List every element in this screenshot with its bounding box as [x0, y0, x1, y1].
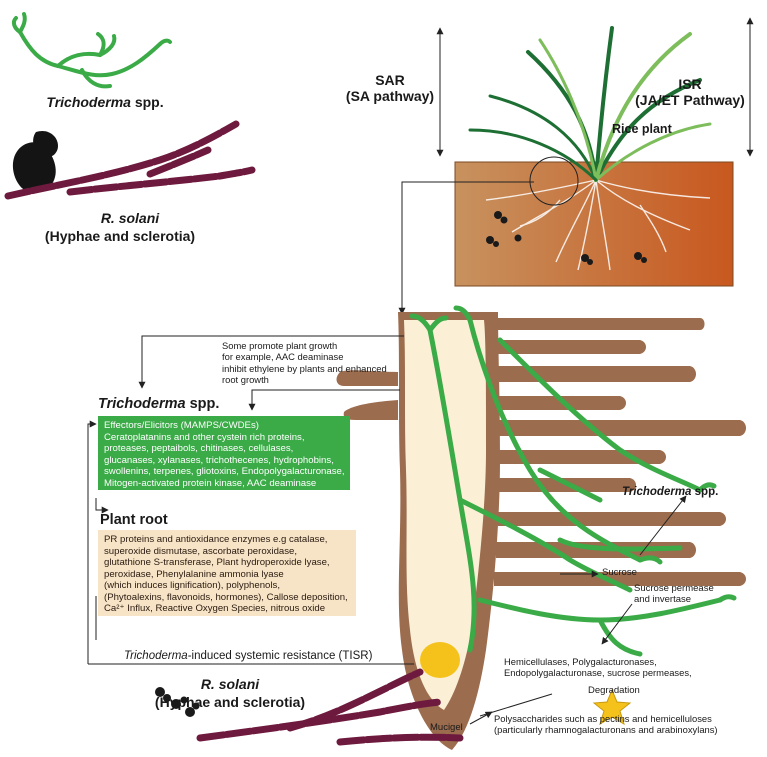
bottom-rsolani-hyphae-icon: [196, 668, 464, 746]
bottom-rsolani-note: (Hyphae and sclerotia): [154, 694, 306, 710]
top-rsolani-note: (Hyphae and sclerotia): [44, 228, 196, 244]
right-trichoderma-label: Trichoderma spp.: [622, 486, 719, 498]
rice-roots-icon: [485, 179, 711, 271]
sar-label: SAR(SA pathway): [345, 72, 435, 105]
degradation-label: Degradation: [588, 685, 640, 696]
rice-plant-label: Rice plant: [612, 122, 672, 136]
plant-root-heading: Plant root: [100, 512, 168, 528]
to-plant-root-connector: [95, 498, 109, 514]
growth-connector: [138, 335, 404, 389]
zoom-connector: [398, 181, 534, 315]
mucigel-arrow: [469, 711, 493, 725]
poly-connector: [479, 693, 553, 717]
rice-plant-icon: [468, 26, 712, 182]
degradation-star-icon: [592, 688, 632, 726]
trichoderma-hyphae-icon: [11, 12, 172, 89]
isr-label: ISR(JA/ET Pathway): [635, 76, 745, 109]
growth-note: Some promote plant growth for example, A…: [222, 340, 387, 385]
root-trichoderma-hyphae-icon: [409, 305, 737, 657]
tricho-right-arrow: [639, 495, 687, 556]
infection-spot: [420, 642, 460, 678]
left-feedback-connector: [87, 420, 97, 664]
tricho-up-connector: [248, 389, 400, 411]
enzymes-arrow: [601, 603, 633, 645]
trichoderma-effectors-box: Effectors/Elicitors (MAMPS/CWDEs) Cerato…: [98, 416, 350, 490]
mucigel-label: Mucigel: [430, 722, 463, 733]
trichoderma-heading: Trichoderma spp.: [98, 396, 220, 412]
zoom-circle: [529, 156, 579, 206]
sclerotia-icon: [12, 130, 58, 193]
soil-sclerotia-icon: [486, 211, 647, 265]
bottom-sclerotia-icon: [155, 687, 200, 717]
enzymes-label: Hemicellulases, Polygalacturonases, Endo…: [504, 656, 692, 679]
root-section: [336, 312, 746, 750]
soil-panel: [454, 161, 734, 287]
plant-root-defense-box: PR proteins and antioxidance enzymes e.g…: [98, 530, 356, 616]
tisr-label: Trichoderma-induced systemic resistance …: [124, 650, 373, 662]
polysaccharides-label: Polysaccharides such as pectins and hemi…: [494, 713, 718, 736]
bottom-rsolani-title: R. solani: [200, 676, 260, 692]
top-rsolani-title: R. solani: [100, 210, 160, 226]
top-trichoderma-label: Trichoderma spp.: [46, 94, 164, 110]
rsolani-hyphae-icon: [4, 120, 256, 200]
sucrose-label: Sucrose: [602, 567, 637, 578]
